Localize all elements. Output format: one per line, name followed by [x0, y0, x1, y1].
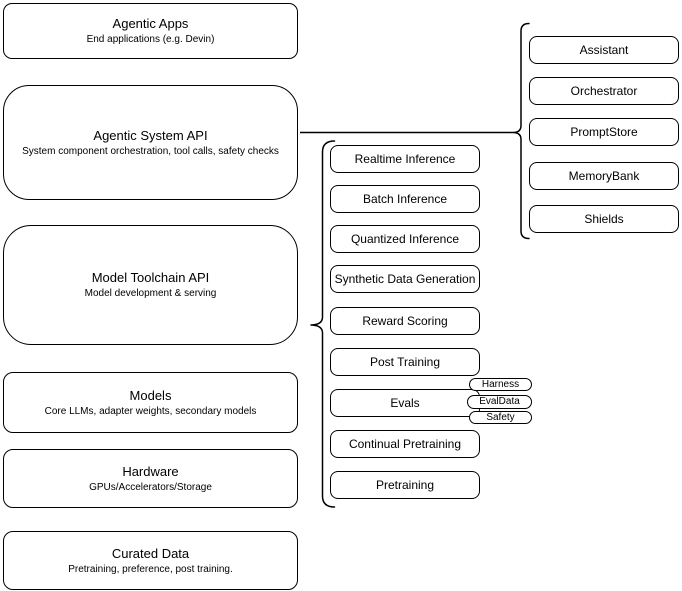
box-hardware: Hardware GPUs/Accelerators/Storage — [3, 449, 298, 508]
component-box-memorybank: MemoryBank — [529, 162, 679, 190]
component-box-label: Shields — [584, 212, 624, 226]
pill-harness: Harness — [469, 378, 532, 391]
toolchain-box-label: Pretraining — [375, 478, 435, 492]
toolchain-box-label: Batch Inference — [362, 192, 448, 206]
component-box-orchestrator: Orchestrator — [529, 77, 679, 105]
box-subtitle: Model development & serving — [84, 288, 217, 299]
toolchain-box-label: Post Training — [369, 355, 441, 369]
box-agentic-apps: Agentic Apps End applications (e.g. Devi… — [3, 3, 298, 59]
box-title: Hardware — [122, 463, 179, 479]
box-title: Agentic Apps — [112, 16, 189, 31]
component-box-shields: Shields — [529, 205, 679, 233]
box-subtitle: GPUs/Accelerators/Storage — [89, 481, 212, 493]
box-subtitle: System component orchestration, tool cal… — [22, 145, 279, 157]
toolchain-box-post-training: Post Training — [330, 348, 480, 376]
pill-label: EvalData — [479, 396, 520, 407]
toolchain-box-reward-scoring: Reward Scoring — [330, 307, 480, 335]
toolchain-box-label: Continual Pretraining — [348, 437, 462, 451]
toolchain-box-pretraining: Pretraining — [330, 471, 480, 499]
box-subtitle: End applications (e.g. Devin) — [86, 34, 215, 45]
component-box-label: PromptStore — [570, 125, 638, 139]
box-subtitle: Core LLMs, adapter weights, secondary mo… — [44, 405, 257, 417]
toolchain-box-label: Evals — [390, 396, 420, 410]
pill-label: Harness — [481, 378, 520, 390]
box-title: Models — [129, 387, 172, 403]
box-title: Model Toolchain API — [91, 270, 210, 285]
pill-evaldata: EvalData — [467, 395, 532, 409]
box-title: Curated Data — [111, 545, 190, 561]
pill-safety: Safety — [469, 411, 532, 424]
component-box-promptstore: PromptStore — [529, 118, 679, 146]
toolchain-box-label: Synthetic Data Generation — [334, 272, 476, 286]
box-models: Models Core LLMs, adapter weights, secon… — [3, 372, 298, 433]
box-curated-data: Curated Data Pretraining, preference, po… — [3, 531, 298, 590]
system-components-brace — [512, 22, 530, 240]
box-title: Agentic System API — [93, 127, 208, 143]
toolchain-box-realtime-inference: Realtime Inference — [330, 145, 480, 173]
pill-label: Safety — [486, 411, 515, 423]
box-model-toolchain-api: Model Toolchain API Model development & … — [3, 225, 298, 345]
toolchain-box-quantized-inference: Quantized Inference — [330, 225, 480, 253]
toolchain-box-batch-inference: Batch Inference — [330, 185, 480, 213]
toolchain-box-synthetic-data-generation: Synthetic Data Generation — [330, 265, 480, 293]
box-agentic-system-api: Agentic System API System component orch… — [3, 85, 298, 200]
component-box-label: MemoryBank — [568, 169, 640, 183]
toolchain-box-evals: Evals — [330, 389, 480, 417]
toolchain-box-label: Quantized Inference — [350, 232, 460, 246]
box-subtitle: Pretraining, preference, post training. — [68, 563, 233, 575]
component-box-assistant: Assistant — [529, 36, 679, 64]
toolchain-box-label: Reward Scoring — [362, 314, 448, 328]
component-box-label: Assistant — [579, 43, 629, 57]
component-box-label: Orchestrator — [570, 84, 638, 98]
toolchain-box-continual-pretraining: Continual Pretraining — [330, 430, 480, 458]
toolchain-box-label: Realtime Inference — [354, 152, 456, 166]
